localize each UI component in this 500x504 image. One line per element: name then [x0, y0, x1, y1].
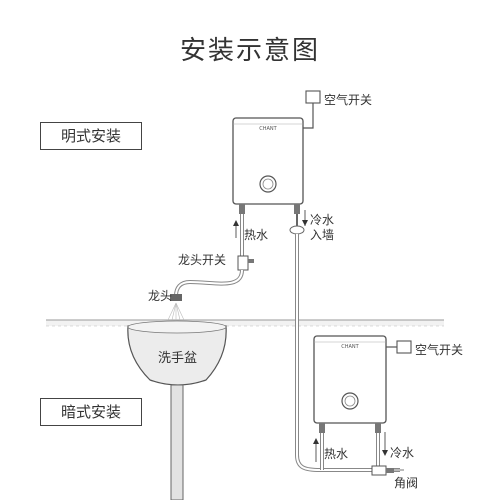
- label-air-switch-top: 空气开关: [324, 93, 373, 107]
- upper-heater-knob: [259, 175, 277, 193]
- lower-air-switch: [386, 340, 412, 354]
- lower-heater-knob: [341, 392, 359, 410]
- lower-heater: CHANT: [313, 335, 387, 433]
- upper-heater: CHANT: [232, 117, 304, 214]
- label-faucet: 龙头: [148, 289, 173, 303]
- page-title: 安装示意图: [179, 36, 320, 66]
- upper-air-switch: [303, 90, 321, 129]
- section-label-concealed: 暗式安装: [40, 398, 142, 426]
- faucet-spray: [167, 302, 185, 321]
- lower-heater-brand: CHANT: [341, 344, 359, 350]
- lower-cold-pipe: [371, 432, 404, 476]
- lower-hot-pipe: [313, 433, 324, 470]
- section-label-exposed: 明式安装: [40, 122, 142, 150]
- label-cold-water-bottom: 冷水: [390, 446, 415, 460]
- label-angle-valve: 角阀: [394, 476, 419, 490]
- upper-hot-pipe: [167, 214, 254, 321]
- main-cold-line: [295, 234, 400, 472]
- label-basin: 洗手盆: [158, 351, 198, 366]
- upper-heater-brand: CHANT: [259, 126, 277, 132]
- label-hot-water-bottom: 热水: [324, 447, 349, 461]
- label-hot-water-top: 热水: [244, 228, 269, 242]
- label-air-switch-bottom: 空气开关: [415, 343, 464, 357]
- label-cold-water-inlet-2: 入墙: [310, 228, 335, 242]
- floor-line: [46, 319, 444, 327]
- label-cold-water-inlet-1: 冷水: [310, 213, 335, 227]
- basin: [127, 320, 227, 501]
- label-faucet-switch: 龙头开关: [178, 253, 227, 267]
- upper-cold-inlet: [289, 210, 308, 235]
